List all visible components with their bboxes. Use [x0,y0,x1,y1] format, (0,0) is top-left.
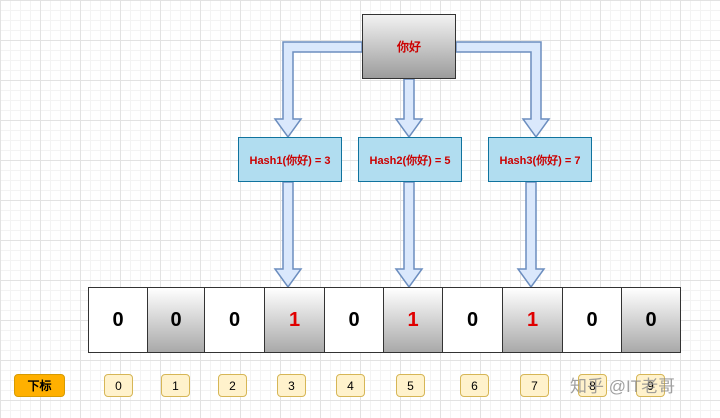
source-node: 你好 [362,14,456,79]
arrow-source-to-hash3 [455,41,551,139]
bit-cell-6: 0 [442,287,503,353]
index-0: 0 [104,374,133,397]
bit-cell-4: 0 [324,287,384,353]
index-row-label: 下标 [14,374,65,397]
bit-cell-5: 1 [383,287,443,353]
bit-cell-3: 1 [264,287,325,353]
index-1: 1 [161,374,190,397]
index-5: 5 [396,374,425,397]
arrow-hash2-to-cell [394,181,424,289]
arrow-source-to-hash2 [394,78,424,139]
bit-cell-8: 0 [562,287,622,353]
bit-cell-9: 0 [621,287,681,353]
bit-cell-0: 0 [88,287,148,353]
index-8: 8 [578,374,607,397]
index-9: 9 [636,374,665,397]
hash1-label: Hash1(你好) = 3 [249,154,331,167]
hash3-node: Hash3(你好) = 7 [488,137,592,182]
bit-cell-1: 0 [147,287,205,353]
index-2: 2 [218,374,247,397]
hash2-node: Hash2(你好) = 5 [358,137,462,182]
index-7: 7 [520,374,549,397]
hash2-label: Hash2(你好) = 5 [369,154,451,167]
arrow-hash3-to-cell [516,181,546,289]
bit-cell-7: 1 [502,287,563,353]
bit-cell-2: 0 [204,287,265,353]
arrow-hash1-to-cell [273,181,303,289]
index-3: 3 [277,374,306,397]
index-4: 4 [336,374,365,397]
index-6: 6 [460,374,489,397]
arrow-source-to-hash1 [273,41,363,139]
watermark: 知乎 @IT老哥 [570,377,676,396]
hash3-label: Hash3(你好) = 7 [499,154,581,167]
hash1-node: Hash1(你好) = 3 [238,137,342,182]
source-text: 你好 [396,40,421,54]
